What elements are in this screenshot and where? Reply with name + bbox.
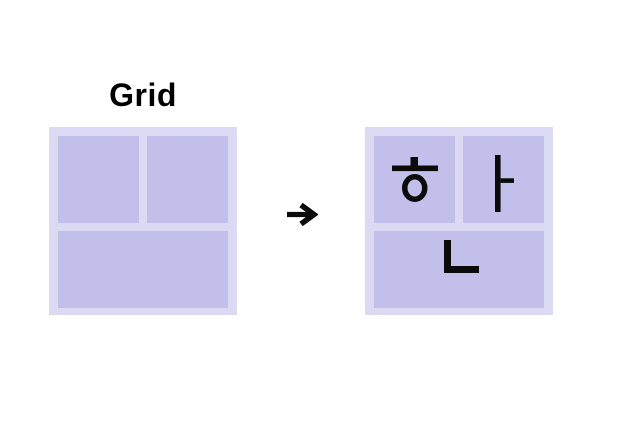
empty-grid xyxy=(49,127,237,315)
grid-title: Grid xyxy=(109,77,177,113)
jamo-grid-cell-a xyxy=(463,136,544,223)
empty-grid-cell-top-left xyxy=(58,136,139,223)
jamo-a-glyph xyxy=(495,155,514,212)
jamo-nieun-glyph xyxy=(443,240,479,273)
right-arrow-icon xyxy=(287,202,319,227)
empty-grid-cell-bottom xyxy=(58,231,228,308)
jamo-grid-cell-hieut xyxy=(374,136,455,223)
jamo-grid-cell-nieun xyxy=(374,231,544,308)
jamo-grid xyxy=(365,127,553,315)
jamo-hieut-glyph xyxy=(391,157,438,202)
empty-grid-cell-top-right xyxy=(147,136,228,223)
